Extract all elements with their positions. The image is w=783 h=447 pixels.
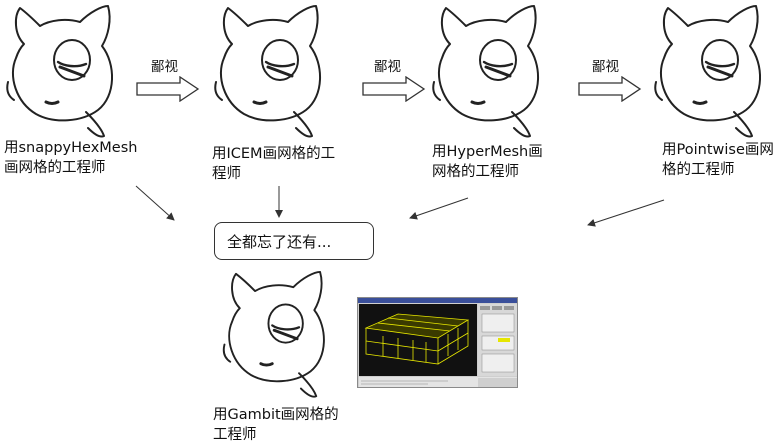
arrow-line-pointwise	[587, 199, 665, 227]
arrow-line-hypermesh	[409, 197, 469, 220]
arrow-label-2: 鄙视	[374, 59, 401, 75]
label-gambit: 用Gambit画网格的 工程师	[213, 407, 339, 443]
block-right-arrow-icon	[136, 76, 200, 102]
label-hypermesh: 用HyperMesh画 网格的工程师	[432, 144, 543, 180]
center-text-box: 全都忘了还有...	[214, 222, 374, 260]
label-snappyhexmesh: 用snappyHexMesh 画网格的工程师	[4, 140, 138, 176]
label-pointwise: 用Pointwise画网 格的工程师	[662, 142, 774, 178]
arrow-line-snappy	[135, 185, 175, 221]
arrow-label-3: 鄙视	[592, 59, 619, 75]
block-right-arrow-icon	[578, 76, 642, 102]
arrow-label-1: 鄙视	[151, 59, 178, 75]
gambit-screenshot-graphic	[358, 298, 517, 387]
label-icem: 用ICEM画网格的工 程师	[212, 146, 336, 182]
gambit-software-screenshot	[357, 297, 518, 388]
block-right-arrow-icon	[362, 76, 426, 102]
